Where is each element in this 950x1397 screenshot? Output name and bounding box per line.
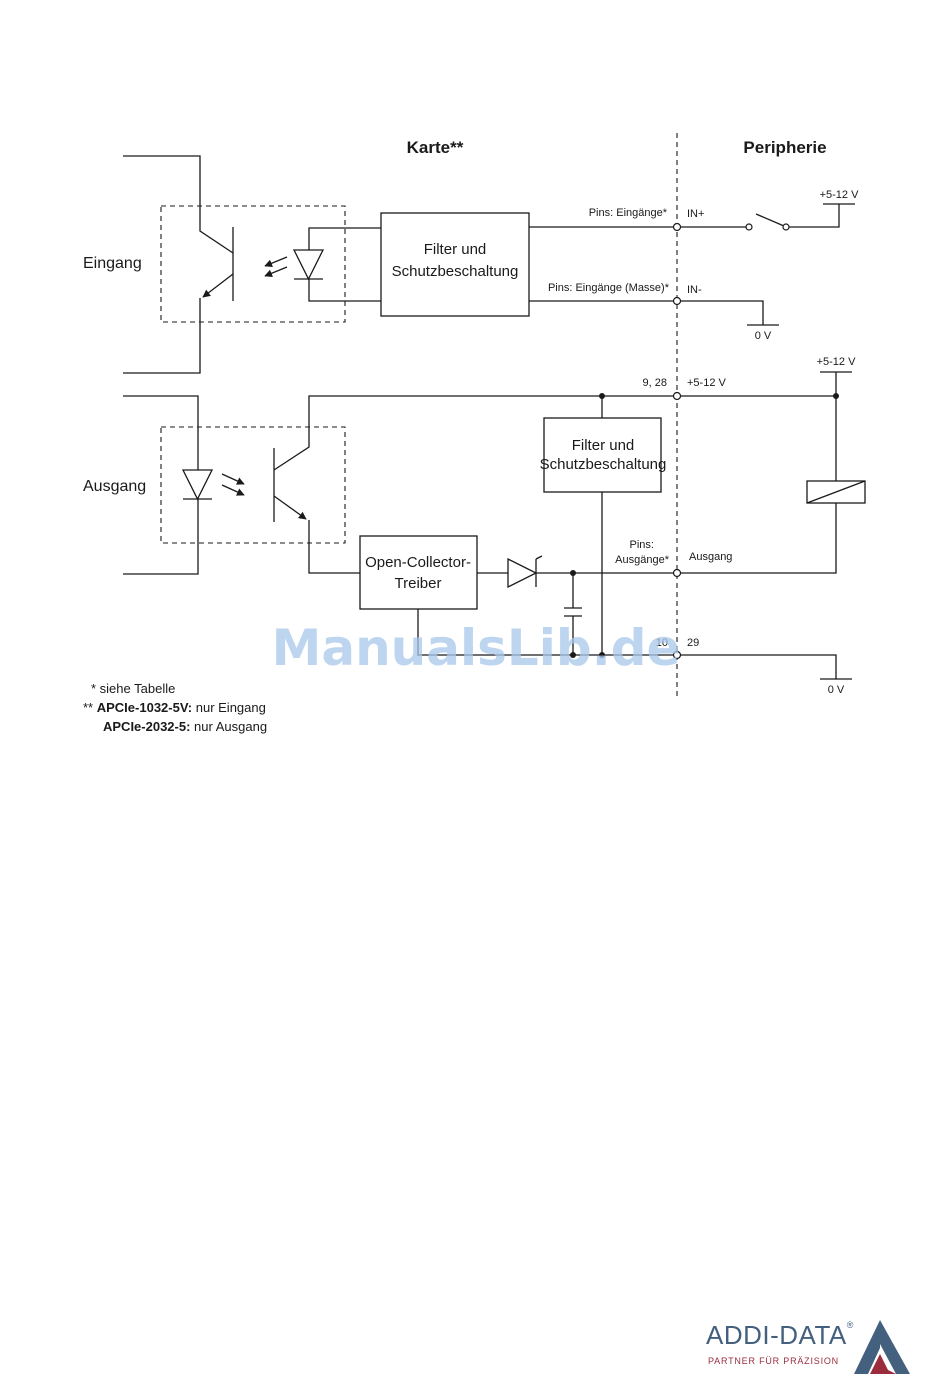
output-transistor-collector — [273, 395, 677, 471]
supply-line-label: +5-12 V — [687, 377, 726, 389]
terminal-in-minus — [672, 296, 682, 306]
periphery-header: Peripherie — [743, 138, 826, 157]
switch-contact-left — [745, 223, 753, 231]
input-pins-label: Pins: Eingänge* — [589, 207, 668, 219]
output-pins-label-2: Ausgänge* — [615, 554, 670, 566]
output-filter-label-1: Filter und — [572, 437, 635, 454]
relay-output-wire — [677, 503, 837, 574]
input-section-label: Eingang — [83, 255, 142, 272]
output-section-label: Ausgang — [83, 478, 146, 495]
logo-wordmark: ADDI-DATA® — [706, 1320, 854, 1351]
driver-ground-wire — [417, 609, 677, 656]
ground-pin-a-label: 10 — [656, 637, 668, 649]
output-zener-diode — [507, 555, 543, 589]
driver-label-2: Treiber — [395, 575, 442, 592]
driver-label-1: Open-Collector- — [365, 554, 471, 571]
terminal-ground — [672, 650, 682, 660]
input-light-arrow-1 — [264, 256, 288, 267]
output-led-symbol — [181, 469, 214, 501]
input-led-wire-top — [308, 227, 381, 250]
input-filter-label-2: Schutzbeschaltung — [392, 263, 519, 280]
in-minus-label: IN- — [687, 284, 702, 296]
input-transistor-emitter-wire — [123, 298, 201, 374]
input-transistor-emitter — [202, 273, 234, 298]
output-label: Ausgang — [689, 551, 732, 563]
footnote-prefix: ** — [83, 700, 97, 715]
junction-output-capacitor — [570, 570, 576, 576]
footnote-model-1-text: nur Eingang — [192, 700, 266, 715]
ground-out-label: 0 V — [828, 684, 845, 696]
switch-supply-wire — [789, 204, 840, 228]
logo-tagline: PARTNER FÜR PRÄZISION — [708, 1356, 839, 1366]
logo-triangle-icon — [854, 1320, 910, 1374]
card-header: Karte** — [407, 138, 464, 157]
in-plus-label: IN+ — [687, 208, 704, 220]
junction-ground-capacitor — [570, 652, 576, 658]
logo-name: ADDI-DATA — [706, 1320, 847, 1350]
output-led-wire-top — [123, 395, 199, 470]
supply-out-label: +5-12 V — [817, 356, 856, 368]
in-minus-wire — [677, 300, 764, 325]
switch-lever — [755, 213, 785, 227]
output-led-wire-bottom — [123, 499, 199, 575]
footnote-model-2: APCIe-2032-5: — [103, 719, 190, 734]
input-transistor-collector-wire — [123, 155, 234, 254]
output-light-arrow-1 — [221, 473, 245, 485]
footnote-model-2-line: APCIe-2032-5: nur Ausgang — [103, 719, 267, 734]
input-optocoupler-box — [160, 205, 346, 323]
terminal-supply — [672, 391, 682, 401]
output-transistor-emitter — [273, 495, 307, 520]
footnote-model-1: APCIe-1032-5V: — [97, 700, 192, 715]
footnote-model-2-text: nur Ausgang — [190, 719, 267, 734]
input-ground-pins-label: Pins: Eingänge (Masse)* — [548, 282, 670, 294]
footnote-double-star: ** APCIe-1032-5V: nur Eingang — [83, 700, 266, 715]
logo-registered-mark: ® — [846, 1320, 854, 1330]
input-filter-block — [380, 212, 530, 317]
open-collector-driver-block — [359, 535, 478, 610]
input-light-arrow-2 — [264, 266, 288, 277]
output-light-arrow-2 — [221, 484, 245, 496]
junction-supply-filter — [599, 393, 605, 399]
periphery-ground-wire — [677, 654, 837, 679]
input-filter-label-1: Filter und — [424, 241, 487, 258]
supply-in-label: +5-12 V — [820, 189, 859, 201]
footnote-star: * siehe Tabelle — [91, 681, 175, 696]
output-filter-label-2: Schutzbeschaltung — [540, 456, 667, 473]
terminal-in-plus — [672, 222, 682, 232]
watermark-text: ManualsLib.de — [272, 619, 681, 677]
terminal-output — [672, 568, 682, 578]
switch-contact-right — [782, 223, 790, 231]
ground-in-label: 0 V — [755, 330, 772, 342]
output-emitter-wire — [308, 520, 360, 574]
ground-pin-b-label: 29 — [687, 637, 699, 649]
addi-data-logo: ADDI-DATA® PARTNER FÜR PRÄZISION — [706, 1318, 916, 1380]
supply-pins-label: 9, 28 — [643, 377, 667, 389]
input-led-wire-bottom — [308, 279, 381, 302]
junction-ground-filter — [599, 652, 605, 658]
output-optocoupler-box — [160, 426, 346, 544]
relay-coil-diagonal — [806, 480, 866, 504]
output-pins-label-1: Pins: — [630, 539, 654, 551]
input-led-symbol — [292, 249, 325, 281]
output-filter-block — [543, 417, 662, 493]
